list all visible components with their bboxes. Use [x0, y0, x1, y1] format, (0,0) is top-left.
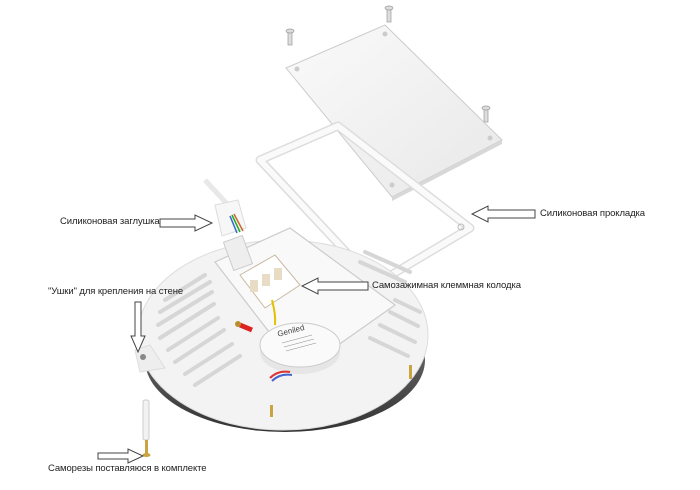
arrow-terminal	[300, 277, 369, 295]
label-terminal-block: Самозажимная клеммная колодка	[372, 280, 521, 291]
callout-arrows	[97, 205, 536, 464]
arrow-plug	[159, 214, 214, 232]
wall-screws	[142, 365, 412, 457]
led-driver: Geniled	[235, 321, 341, 382]
terminal-block	[239, 254, 301, 326]
label-silicone-gasket: Силиконовая прокладка	[540, 208, 645, 219]
arrow-gasket	[470, 205, 536, 223]
label-silicone-plug: Силиконовая заглушка	[60, 216, 160, 227]
silicone-gasket	[255, 121, 475, 289]
arrow-ears	[130, 301, 146, 354]
label-screws-included: Саморезы поставляюся в комплекте	[48, 463, 207, 474]
silicone-plug	[203, 178, 247, 237]
label-mounting-ears: "Ушки" для крепления на стене	[48, 286, 184, 297]
arrow-screws	[97, 448, 145, 464]
